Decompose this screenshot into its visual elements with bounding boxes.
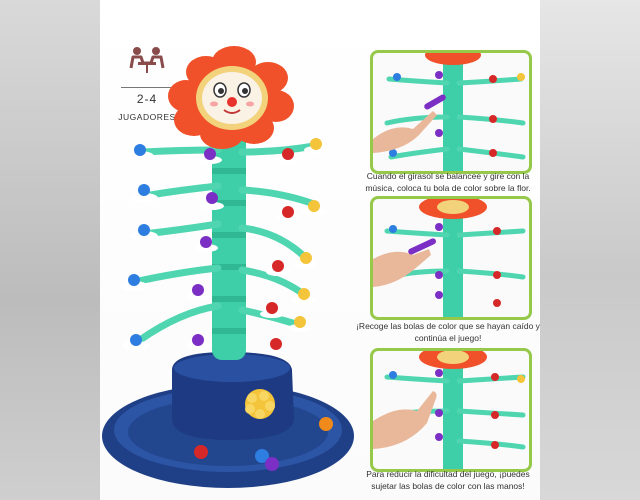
sunflower-stem [212,130,246,360]
tree-balls [128,138,322,350]
players-divider [121,87,173,88]
product-card: 2-4 JUGADORES [100,0,540,500]
instruction-panel-1 [370,50,532,174]
instruction-panel-3 [370,348,532,472]
ball-red [194,445,208,459]
two-players-table-icon [129,47,165,73]
instruction-panel-2 [370,196,532,320]
sunflower-toy-illustration [102,46,354,488]
players-label: JUGADORES [118,112,176,122]
players-count: 2-4 [136,92,158,106]
panel-2-caption: ¡Recoge las bolas de color que se hayan … [356,321,540,343]
sunflower-head [168,46,294,149]
ball-orange [319,417,333,431]
left-background-strip [0,0,100,500]
panel-1-caption: Cuando el girasol se balancee y gire con… [365,171,531,193]
ball-blue [255,449,269,463]
ball-purple [265,457,279,471]
panel-3-caption: Para reducir la dificultad del juego, ¡p… [366,469,530,491]
yellow-flower-button [245,389,275,419]
right-background-strip [540,0,640,500]
players-info: 2-4 JUGADORES [112,46,182,122]
